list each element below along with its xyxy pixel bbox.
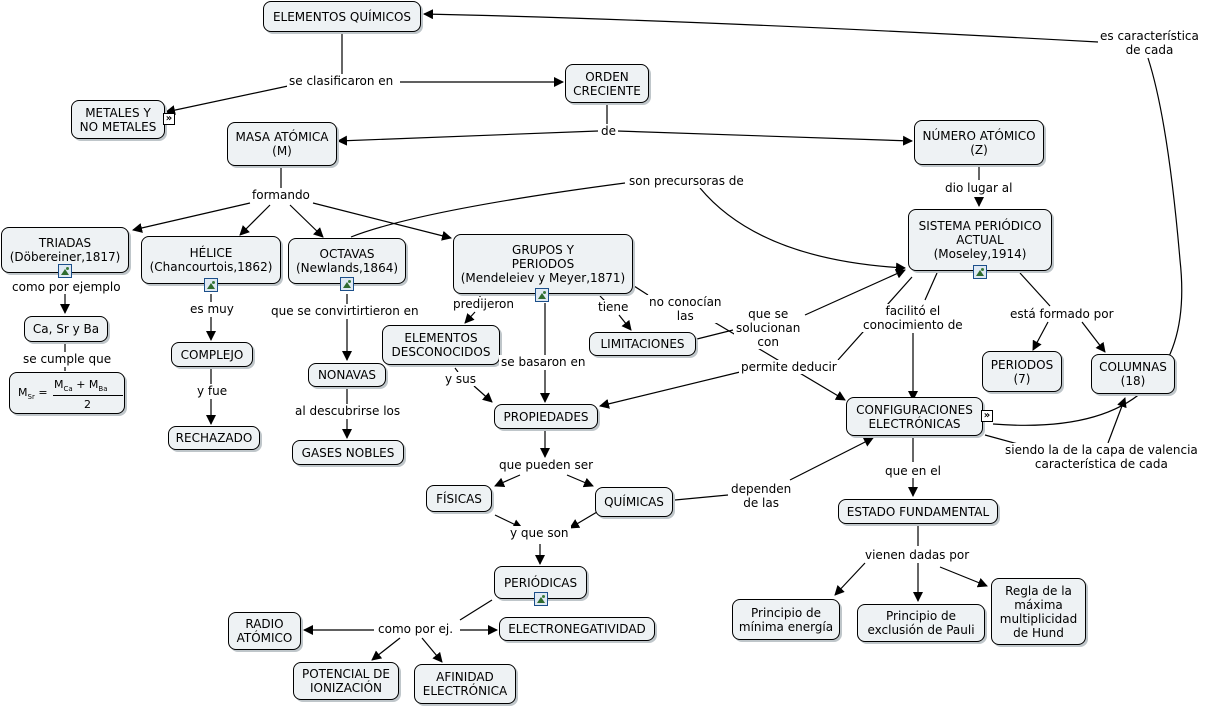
image-icon[interactable] bbox=[535, 288, 549, 302]
label-al-descubrirse: al descubrirse los bbox=[293, 404, 403, 418]
label-esta-formado: está formado por bbox=[1008, 307, 1116, 321]
node-columnas[interactable]: COLUMNAS (18) bbox=[1091, 354, 1175, 394]
label-predijeron: predijeron bbox=[451, 297, 516, 311]
node-potencial-ionizacion[interactable]: POTENCIAL DE IONIZACIÓN bbox=[293, 662, 399, 700]
label-siendo-la-de: siendo la de la capa de valencia caracte… bbox=[1003, 443, 1200, 471]
node-grupos-periodos[interactable]: GRUPOS Y PERIODOS (Mendeleiev y Meyer,18… bbox=[453, 234, 633, 294]
label-formando: formando bbox=[250, 188, 312, 202]
image-icon[interactable] bbox=[534, 592, 548, 606]
node-estado-fundamental[interactable]: ESTADO FUNDAMENTAL bbox=[838, 499, 998, 524]
node-orden-creciente[interactable]: ORDEN CRECIENTE bbox=[565, 64, 649, 103]
label-que-se-convirtieron: que se convirtirtieron en bbox=[269, 304, 421, 318]
label-y-que-son: y que son bbox=[508, 526, 571, 540]
link-icon[interactable]: » bbox=[981, 410, 993, 422]
formula-lhs: MSr = bbox=[18, 386, 48, 402]
image-icon[interactable] bbox=[58, 264, 72, 278]
node-nonavas[interactable]: NONAVAS bbox=[308, 363, 386, 387]
label-se-basaron: se basaron en bbox=[499, 355, 588, 369]
formula-numerator: MCa + MBa bbox=[54, 378, 108, 394]
node-sistema-periodico[interactable]: SISTEMA PERIÓDICO ACTUAL (Moseley,1914) bbox=[908, 209, 1052, 271]
label-no-conocian: no conocían las bbox=[647, 295, 724, 323]
label-y-sus: y sus bbox=[443, 372, 479, 386]
node-propiedades[interactable]: PROPIEDADES bbox=[494, 404, 598, 429]
formula-fraction-bar bbox=[53, 395, 123, 396]
label-como-por-ejemplo: como por ejemplo bbox=[10, 280, 123, 294]
node-configuraciones-electronicas[interactable]: CONFIGURACIONES ELECTRÓNICAS bbox=[846, 397, 983, 436]
label-como-por-ej: como por ej. bbox=[376, 622, 456, 636]
label-que-pueden-ser: que pueden ser bbox=[497, 458, 596, 472]
label-dio-lugar: dio lugar al bbox=[943, 181, 1015, 195]
node-complejo[interactable]: COMPLEJO bbox=[171, 342, 253, 367]
node-principio-minima-energia[interactable]: Principio de mínima energía bbox=[732, 599, 840, 640]
node-electronegatividad[interactable]: ELECTRONEGATIVIDAD bbox=[499, 617, 655, 641]
node-periodos[interactable]: PERIODOS (7) bbox=[982, 351, 1062, 392]
node-helice[interactable]: HÉLICE (Chancourtois,1862) bbox=[141, 236, 281, 284]
label-de: de bbox=[599, 124, 618, 138]
formula-denominator: 2 bbox=[84, 398, 91, 411]
image-icon[interactable] bbox=[204, 278, 218, 292]
node-octavas[interactable]: OCTAVAS (Newlands,1864) bbox=[288, 238, 406, 284]
label-que-se-solucionan: que se solucionan con bbox=[734, 307, 803, 349]
node-radio-atomico[interactable]: RADIO ATÓMICO bbox=[228, 612, 301, 650]
label-vienen-dadas: vienen dadas por bbox=[863, 548, 972, 562]
label-tiene: tiene bbox=[596, 300, 631, 314]
label-es-caracteristica: es característica de cada bbox=[1098, 29, 1201, 57]
image-icon[interactable] bbox=[340, 277, 354, 291]
node-gases-nobles[interactable]: GASES NOBLES bbox=[292, 440, 404, 465]
node-elementos-desconocidos[interactable]: ELEMENTOS DESCONOCIDOS bbox=[382, 325, 500, 365]
formula-triadas[interactable]: MSr = MCa + MBa 2 bbox=[9, 372, 125, 414]
node-afinidad-electronica[interactable]: AFINIDAD ELECTRÓNICA bbox=[414, 664, 516, 704]
node-principio-exclusion-pauli[interactable]: Principio de exclusión de Pauli bbox=[857, 604, 985, 642]
label-se-cumple: se cumple que bbox=[21, 352, 114, 366]
link-icon[interactable]: » bbox=[163, 113, 175, 125]
label-es-muy: es muy bbox=[188, 302, 236, 316]
node-fisicas[interactable]: FÍSICAS bbox=[426, 485, 492, 512]
label-que-en-el: que en el bbox=[883, 464, 943, 478]
node-masa-atomica[interactable]: MASA ATÓMICA (M) bbox=[227, 122, 337, 166]
label-permite-deducir: permite deducir bbox=[739, 360, 839, 374]
label-dependen: dependen de las bbox=[729, 482, 794, 510]
node-metales-no-metales[interactable]: METALES Y NO METALES bbox=[71, 100, 165, 139]
node-limitaciones[interactable]: LIMITACIONES bbox=[589, 332, 696, 356]
label-facilito: facilitó el conocimiento de bbox=[861, 304, 965, 332]
node-elementos-quimicos[interactable]: ELEMENTOS QUÍMICOS bbox=[263, 1, 421, 32]
image-icon[interactable] bbox=[973, 265, 987, 279]
node-numero-atomico[interactable]: NÚMERO ATÓMICO (Z) bbox=[914, 120, 1044, 165]
node-regla-hund[interactable]: Regla de la máxima multiplicidad de Hund bbox=[991, 578, 1086, 645]
node-quimicas[interactable]: QUÍMICAS bbox=[595, 487, 673, 517]
node-ca-sr-ba[interactable]: Ca, Sr y Ba bbox=[24, 316, 108, 342]
node-rechazado[interactable]: RECHAZADO bbox=[168, 426, 260, 450]
label-se-clasificaron: se clasificaron en bbox=[287, 74, 396, 88]
label-son-precursoras: son precursoras de bbox=[627, 174, 746, 188]
label-y-fue: y fue bbox=[195, 384, 230, 398]
